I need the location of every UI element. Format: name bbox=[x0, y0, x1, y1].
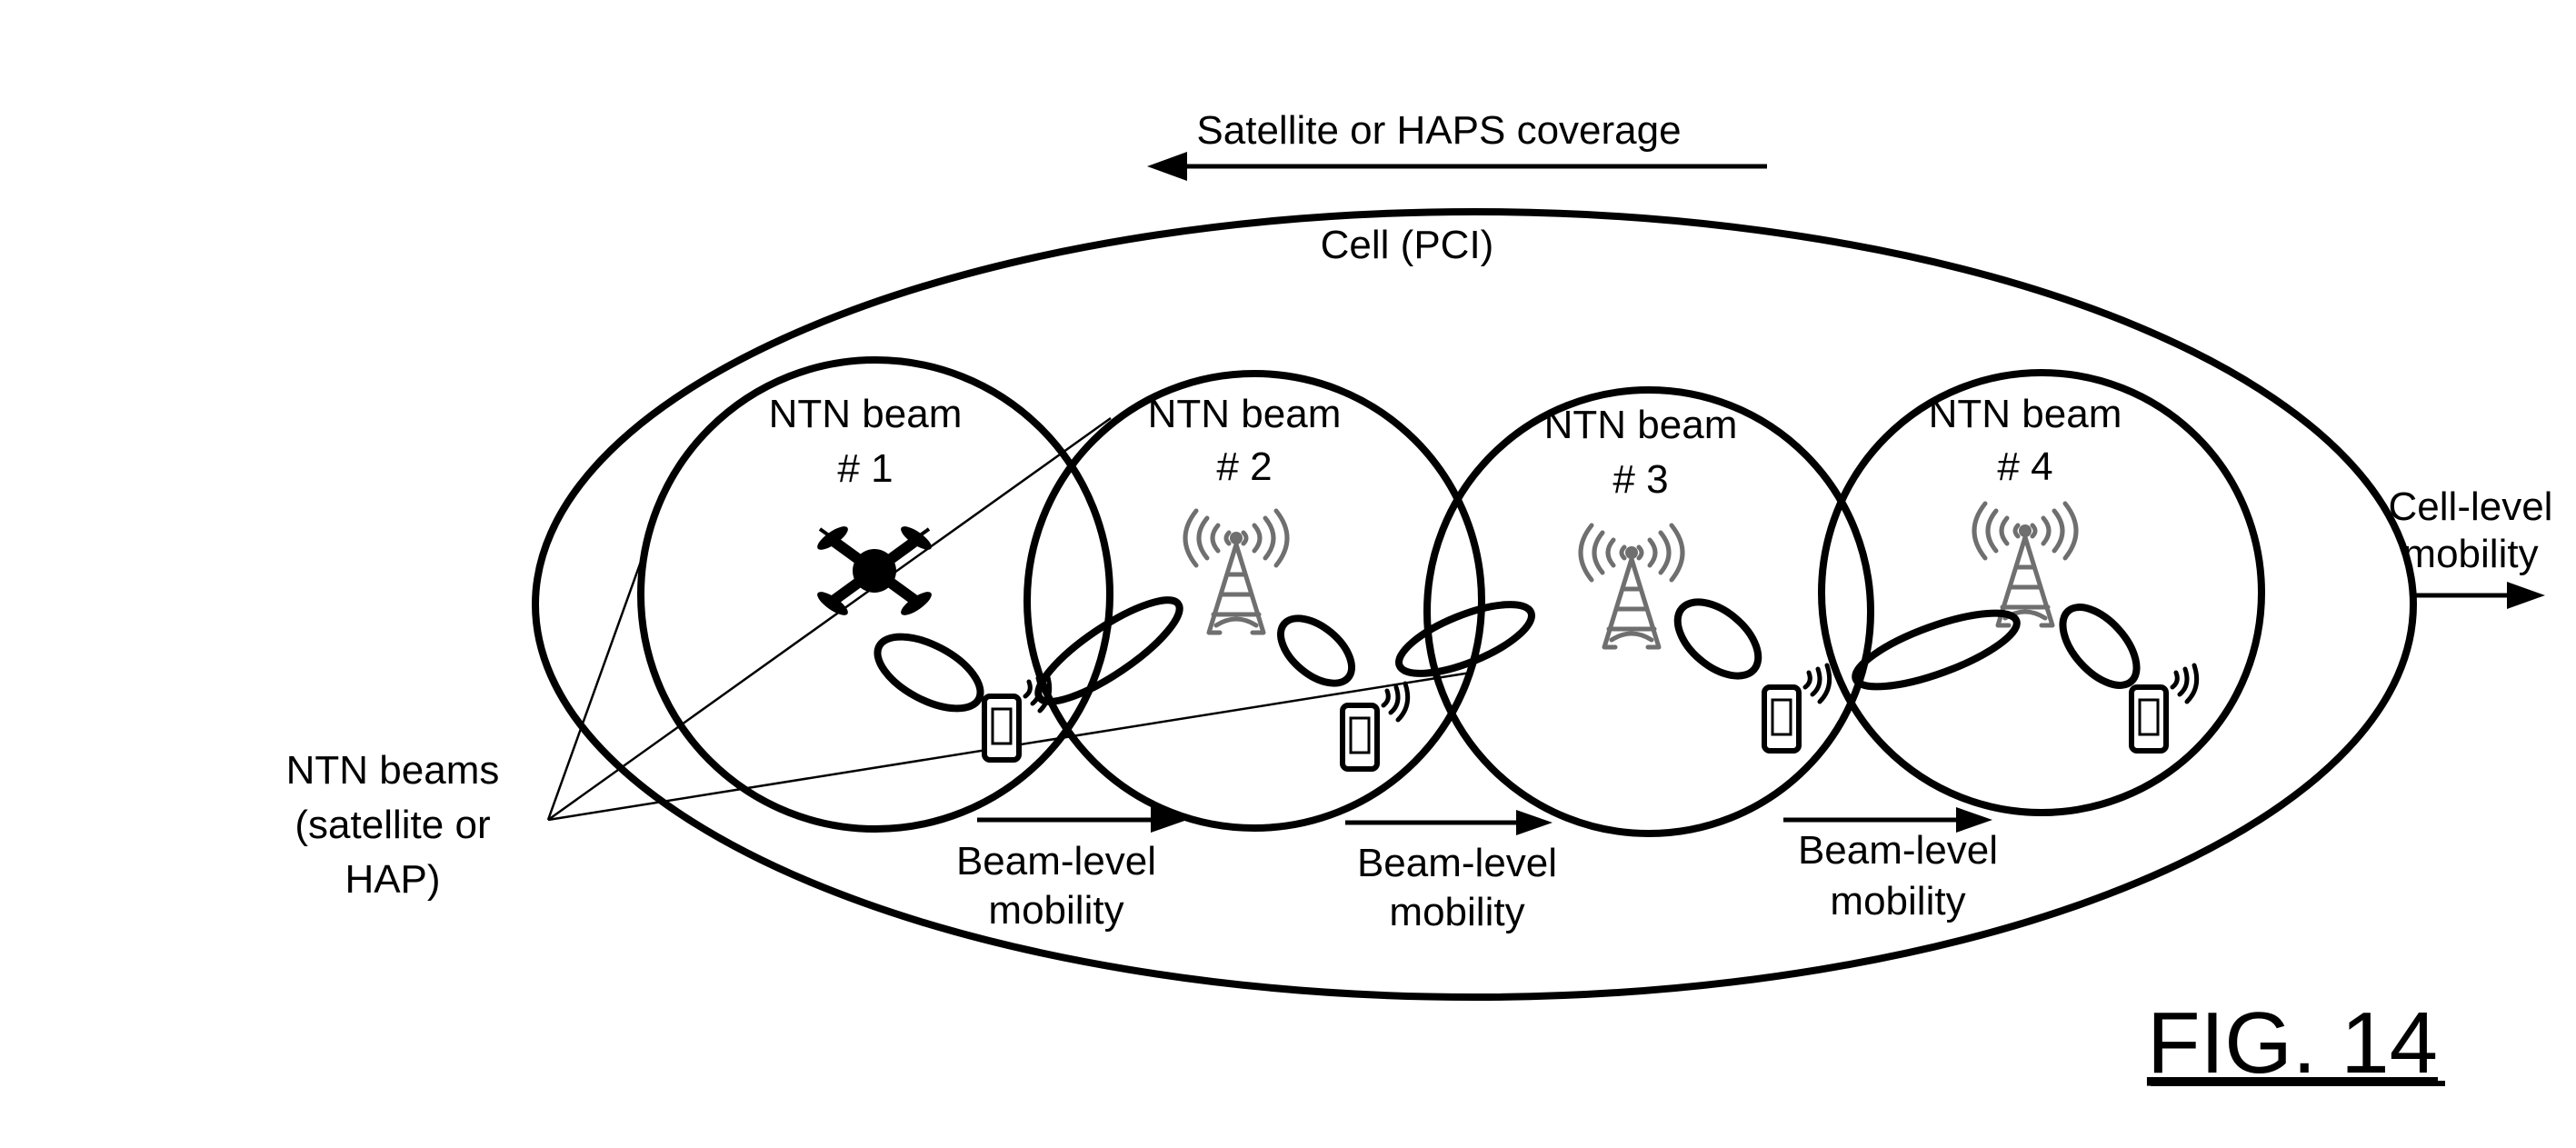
coverage-label: Satellite or HAPS coverage bbox=[1196, 108, 1681, 153]
cell-mobility-label-line2: mobility bbox=[2402, 532, 2538, 576]
cell-mobility-label-line1: Cell-level bbox=[2389, 484, 2553, 529]
beam-mobility-arrow bbox=[977, 807, 1187, 833]
beam-1-number: # 1 bbox=[837, 446, 893, 491]
beam-mobility-arrow bbox=[1783, 807, 1992, 833]
antenna-tower-icon bbox=[1581, 525, 1682, 647]
beam-1-title: NTN beam bbox=[769, 392, 963, 436]
cell-mobility-arrow bbox=[2413, 582, 2545, 609]
beam-footprint bbox=[874, 633, 984, 713]
cell-ellipse bbox=[532, 208, 2417, 1001]
cell-label: Cell (PCI) bbox=[1321, 223, 1494, 267]
beam-mobility-label-1: Beam-level bbox=[956, 839, 1156, 883]
beam-2-title: NTN beam bbox=[1148, 392, 1342, 436]
ntn-beams-label-line2: (satellite or bbox=[295, 803, 490, 847]
beam-mobility-label-3b: mobility bbox=[1830, 879, 1965, 923]
beam-4-title: NTN beam bbox=[1929, 392, 2122, 436]
beam-footprint bbox=[1276, 614, 1356, 687]
smartphone-icon bbox=[984, 674, 1050, 760]
beam-circle-4 bbox=[1818, 369, 2265, 816]
beam-3-title: NTN beam bbox=[1544, 403, 1738, 447]
figure-number: FIG. 14 bbox=[2147, 994, 2438, 1092]
beam-footprint bbox=[1395, 601, 1535, 677]
antenna-tower-icon bbox=[1974, 504, 2076, 625]
smartphone-icon bbox=[1764, 665, 1830, 751]
beam-4-number: # 4 bbox=[1997, 444, 2052, 489]
beam-mobility-label-1b: mobility bbox=[988, 888, 1123, 933]
beam-circle-1 bbox=[637, 356, 1113, 833]
beam-footprint bbox=[1673, 598, 1762, 680]
ntn-beams-label-line3: HAP) bbox=[344, 857, 440, 902]
drone-icon bbox=[817, 526, 932, 615]
ntn-beams-label-line1: NTN beams bbox=[286, 748, 500, 793]
beam-footprint bbox=[1852, 609, 2021, 691]
beam-footprint bbox=[2059, 604, 2141, 689]
beam-mobility-label-3: Beam-level bbox=[1798, 828, 1998, 873]
beam-circle-3 bbox=[1423, 386, 1874, 837]
antenna-tower-icon bbox=[1185, 511, 1287, 633]
beam-mobility-label-2: Beam-level bbox=[1357, 841, 1557, 885]
coverage-arrow bbox=[1147, 152, 1767, 181]
beam-mobility-arrow bbox=[1345, 810, 1553, 835]
smartphone-icon bbox=[2132, 665, 2197, 751]
beam-2-number: # 2 bbox=[1216, 444, 1272, 489]
beam-circle-2 bbox=[1023, 370, 1485, 832]
smartphone-icon bbox=[1343, 684, 1408, 769]
beam-mobility-label-2b: mobility bbox=[1389, 890, 1524, 934]
beam-3-number: # 3 bbox=[1612, 457, 1668, 502]
